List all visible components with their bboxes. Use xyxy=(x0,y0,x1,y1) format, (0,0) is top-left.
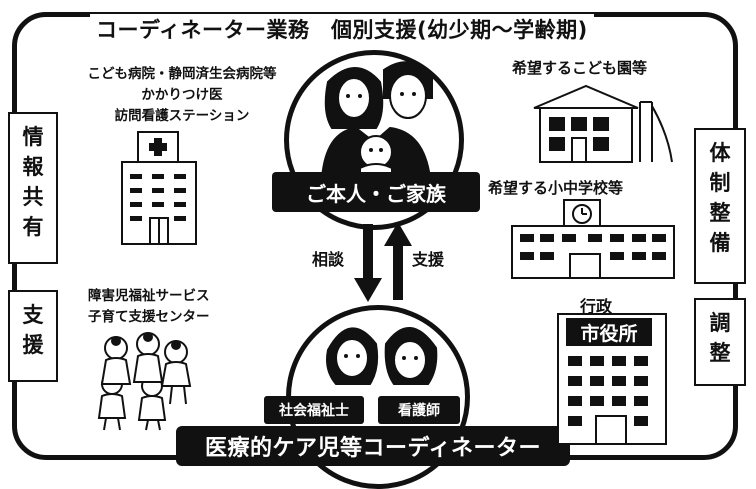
support-char: 援 xyxy=(22,333,44,357)
hospital-label: こども病院・静岡済生会病院等 xyxy=(87,66,277,82)
support-char: 支 xyxy=(22,303,44,327)
admin-label: 行政 xyxy=(580,297,613,316)
consult-arrow-down-icon xyxy=(354,224,382,302)
system-char: 備 xyxy=(709,231,731,255)
info-share-char: 有 xyxy=(22,215,44,239)
school-building-icon xyxy=(511,199,675,279)
support-label: 支援 xyxy=(412,250,445,269)
hospital-label: かかりつけ医 xyxy=(141,87,223,103)
welfare-label: 障害児福祉サービス xyxy=(88,288,210,304)
hospital-building-icon xyxy=(121,131,197,245)
family-people-icon xyxy=(320,61,433,179)
adjust-char: 整 xyxy=(709,341,731,365)
coordinator-people-icon xyxy=(326,327,438,385)
hospital-labels: こども病院・静岡済生会病院等 かかりつけ医 訪問看護ステーション xyxy=(62,64,302,127)
adjust-box: 調 整 xyxy=(694,298,746,386)
info-share-box: 情 報 共 有 xyxy=(8,112,58,264)
system-char: 整 xyxy=(709,201,731,225)
welfare-label: 子育て支援センター xyxy=(88,309,210,325)
city-hall-sign: 市役所 xyxy=(566,318,652,346)
system-char: 体 xyxy=(709,141,731,165)
system-char: 制 xyxy=(709,171,731,195)
system-box: 体 制 整 備 xyxy=(694,128,746,284)
coordinator-banner: 医療的ケア児等コーディネーター xyxy=(176,426,570,466)
nurse-tag: 看護師 xyxy=(378,396,460,424)
social-worker-tag: 社会福祉士 xyxy=(264,396,364,424)
info-share-char: 報 xyxy=(22,155,44,179)
support-box: 支 援 xyxy=(8,290,58,382)
kindergarten-building-icon xyxy=(533,84,673,163)
school-label: 希望する小中学校等 xyxy=(488,179,624,197)
support-arrow-up-icon xyxy=(384,222,412,300)
adjust-char: 調 xyxy=(709,311,731,335)
info-share-char: 情 xyxy=(22,125,44,149)
diagram-title: コーディネーター業務 個別支援(幼少期～学齢期) xyxy=(90,14,594,44)
hospital-label: 訪問看護ステーション xyxy=(114,108,250,124)
children-group-icon xyxy=(97,332,192,431)
consult-label: 相談 xyxy=(312,250,345,269)
kindergarten-label: 希望するこども園等 xyxy=(512,59,648,77)
welfare-labels: 障害児福祉サービス 子育て支援センター xyxy=(88,286,210,328)
family-banner: ご本人・ご家族 xyxy=(272,172,480,212)
info-share-char: 共 xyxy=(22,185,44,209)
